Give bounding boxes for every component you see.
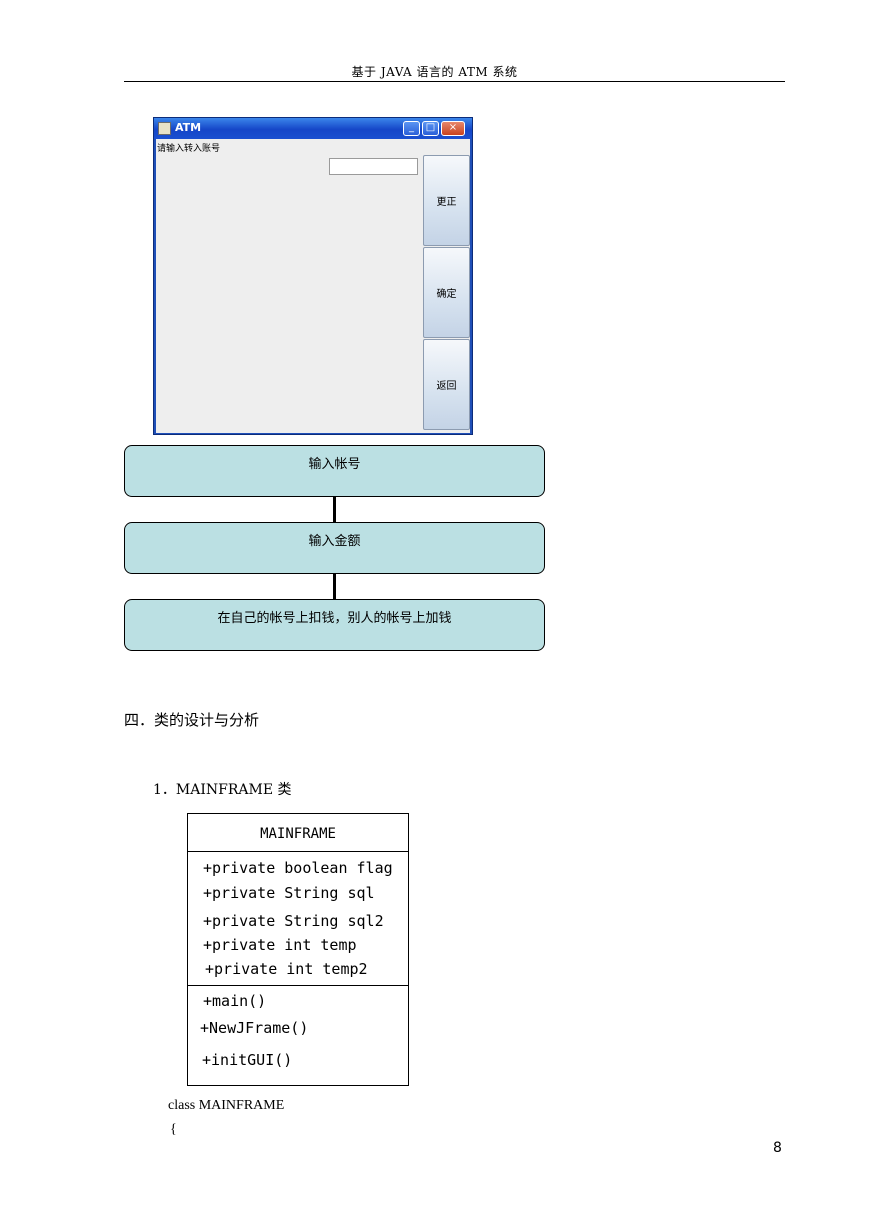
return-button[interactable]: 返回 <box>423 339 470 430</box>
flow-connector <box>333 497 336 522</box>
maximize-icon[interactable]: □ <box>422 121 439 136</box>
flow-step-input-amount: 输入金额 <box>124 522 545 574</box>
code-line: { <box>170 1122 177 1137</box>
uml-attribute: +private boolean flag <box>203 859 393 877</box>
flow-connector <box>333 574 336 599</box>
uml-divider <box>188 985 408 986</box>
java-app-icon <box>158 122 171 135</box>
uml-method: +main() <box>203 992 267 1010</box>
uml-class-name: MAINFRAME <box>260 826 336 842</box>
atm-window-title: ATM <box>175 121 202 134</box>
atm-titlebar: ATM _ □ × <box>154 118 472 139</box>
uml-method: +initGUI() <box>202 1051 293 1069</box>
uml-attribute: +private String sql <box>203 884 375 902</box>
correct-button[interactable]: 更正 <box>423 155 470 246</box>
atm-window-screenshot: ATM _ □ × 请输入转入账号 更正 确定 返回 <box>153 117 473 435</box>
uml-attribute: +private int temp2 <box>205 960 368 978</box>
code-line: class MAINFRAME <box>168 1098 285 1113</box>
account-input[interactable] <box>329 158 418 175</box>
section-heading: 四．类的设计与分析 <box>124 711 260 729</box>
subsection-heading: 1．MAINFRAME 类 <box>153 782 292 798</box>
header-rule <box>124 81 785 82</box>
uml-attribute: +private String sql2 <box>203 912 384 930</box>
running-header: 基于 JAVA 语言的 ATM 系统 <box>351 65 518 79</box>
close-icon[interactable]: × <box>441 121 465 136</box>
flow-step-transfer: 在自己的帐号上扣钱，别人的帐号上加钱 <box>124 599 545 651</box>
atm-client-area: 请输入转入账号 更正 确定 返回 <box>156 139 470 433</box>
account-prompt-label: 请输入转入账号 <box>157 144 221 154</box>
uml-class-box: MAINFRAME +private boolean flag +private… <box>187 813 409 1086</box>
uml-divider <box>188 851 408 852</box>
confirm-button[interactable]: 确定 <box>423 247 470 338</box>
uml-method: +NewJFrame() <box>200 1019 309 1037</box>
minimize-icon[interactable]: _ <box>403 121 420 136</box>
page-number: 8 <box>773 1140 782 1156</box>
uml-attribute: +private int temp <box>203 936 357 954</box>
flow-step-input-account: 输入帐号 <box>124 445 545 497</box>
